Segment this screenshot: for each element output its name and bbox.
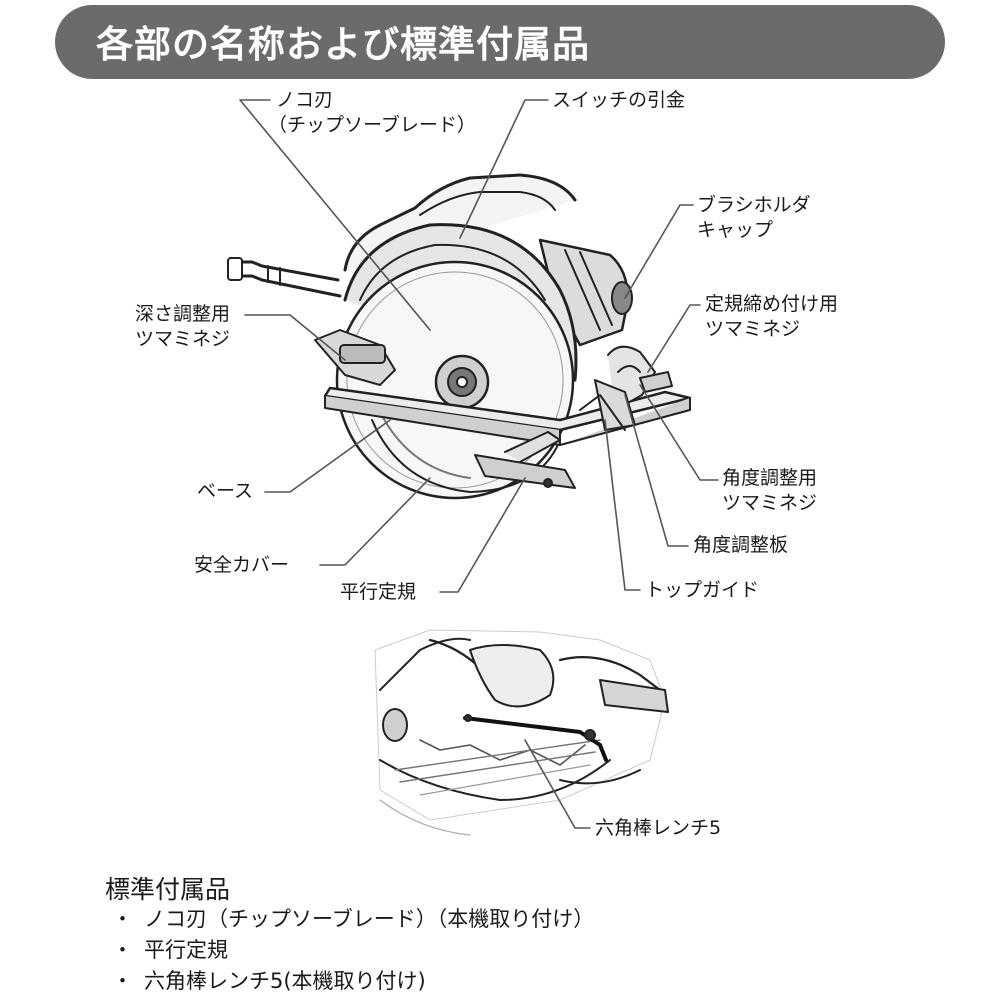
- circular-saw-illustration: [227, 173, 692, 500]
- label-saw-blade-line1: ノコ刃: [276, 89, 334, 111]
- list-item: ・ノコ刃（チップソーブレード）（本機取り付け）: [112, 904, 594, 935]
- label-bevel-plate: 角度調整板: [693, 534, 789, 556]
- hex-wrench-detail-illustration: [374, 629, 669, 836]
- accessories-heading: 標準付属品: [105, 875, 231, 904]
- label-saw-blade: ノコ刃 （チップソーブレード）: [268, 88, 476, 138]
- label-guide-lock-knob: 定規締め付け用 ツマミネジ: [705, 292, 838, 342]
- label-bevel-adjust-knob-line2: ツマミネジ: [722, 492, 818, 514]
- bullet: ・: [112, 907, 133, 931]
- title-banner: [55, 5, 945, 79]
- label-depth-adjust-knob-line2: ツマミネジ: [135, 328, 231, 350]
- list-item: ・六角棒レンチ5(本機取り付け): [112, 966, 594, 997]
- label-brush-holder-cap-line2: キャップ: [697, 219, 774, 241]
- label-brush-holder-cap-line1: ブラシホルダ: [697, 194, 811, 216]
- leader-lines: [239, 99, 719, 593]
- bullet: ・: [112, 938, 133, 962]
- label-brush-holder-cap: ブラシホルダ キャップ: [697, 193, 811, 243]
- accessory-item-saw-blade: ノコ刃（チップソーブレード）（本機取り付け）: [144, 907, 595, 931]
- bullet: ・: [112, 969, 133, 993]
- label-base: ベース: [197, 480, 254, 502]
- label-bevel-adjust-knob: 角度調整用 ツマミネジ: [722, 466, 817, 516]
- accessory-item-rip-fence: 平行定規: [144, 938, 228, 962]
- label-guide-lock-knob-line1: 定規締め付け用: [705, 293, 839, 315]
- label-switch-trigger: スイッチの引金: [552, 89, 686, 111]
- accessory-item-hex-wrench: 六角棒レンチ5(本機取り付け): [144, 969, 426, 993]
- accessories-list: ・ノコ刃（チップソーブレード）（本機取り付け） ・平行定規 ・六角棒レンチ5(本…: [112, 904, 594, 997]
- list-item: ・平行定規: [112, 935, 594, 966]
- label-hex-wrench: 六角棒レンチ5: [595, 817, 722, 839]
- label-depth-adjust-knob-line1: 深さ調整用: [135, 303, 231, 325]
- label-depth-adjust-knob: 深さ調整用 ツマミネジ: [135, 302, 230, 352]
- label-guide-lock-knob-line2: ツマミネジ: [705, 318, 801, 340]
- label-saw-blade-line2: （チップソーブレード）: [268, 114, 476, 136]
- label-rip-fence: 平行定規: [340, 581, 417, 603]
- label-bevel-adjust-knob-line1: 角度調整用: [722, 467, 818, 489]
- label-top-guide: トップガイド: [645, 579, 760, 601]
- page-title: 各部の名称および標準付属品: [96, 23, 590, 66]
- label-safety-cover: 安全カバー: [194, 554, 290, 576]
